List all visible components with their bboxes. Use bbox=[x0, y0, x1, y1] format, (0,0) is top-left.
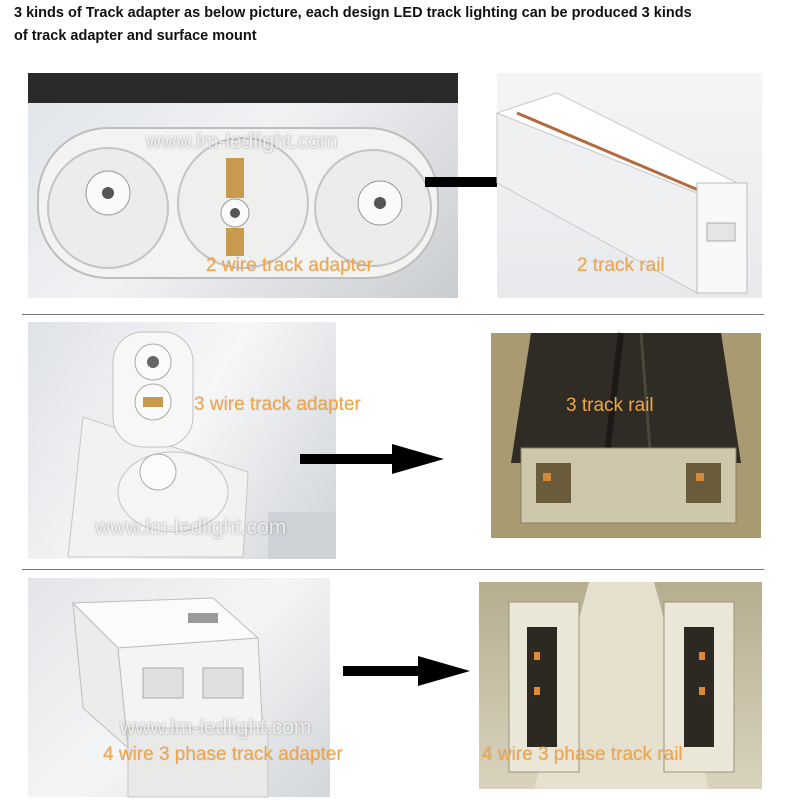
watermark: www.lm-ledlight.com bbox=[95, 516, 287, 539]
four-wire-adapter-photo: www.lm-ledlight.com 4 wire 3 phase track… bbox=[28, 578, 343, 798]
rail-illustration bbox=[511, 332, 741, 524]
rail-caption: 2 track rail bbox=[577, 255, 665, 276]
intro-text: 3 kinds of Track adapter as below pictur… bbox=[14, 2, 774, 48]
watermark: www.lm-ledlight.com bbox=[146, 130, 338, 153]
adapter-caption: 2 wire track adapter bbox=[206, 255, 373, 276]
adapter-caption: 3 wire track adapter bbox=[194, 394, 361, 415]
two-track-rail-photo: 2 track rail bbox=[495, 73, 762, 298]
adapter-caption: 4 wire 3 phase track adapter bbox=[103, 744, 343, 765]
rail-caption: 3 track rail bbox=[566, 395, 654, 416]
four-wire-track-rail-photo: 4 wire 3 phase track rail bbox=[479, 582, 762, 789]
intro-line-2: of track adapter and surface mount bbox=[14, 28, 257, 44]
rail-illustration bbox=[508, 582, 735, 789]
rail-caption: 4 wire 3 phase track rail bbox=[482, 744, 683, 765]
adapter-illustration bbox=[28, 73, 458, 279]
arrow-icon bbox=[343, 656, 470, 686]
adapter-illustration bbox=[71, 597, 269, 798]
three-track-rail-photo: 3 track rail bbox=[491, 332, 761, 538]
watermark: www.lm-ledlight.com bbox=[120, 716, 312, 739]
arrow-icon bbox=[300, 444, 444, 474]
three-wire-adapter-photo: www.lm-ledlight.com 3 wire track adapter bbox=[28, 322, 361, 559]
row-divider bbox=[22, 569, 764, 570]
adapter-illustration bbox=[67, 331, 336, 559]
two-wire-adapter-photo: www.lm-ledlight.com 2 wire track adapter bbox=[28, 73, 458, 298]
intro-line-1: 3 kinds of Track adapter as below pictur… bbox=[14, 5, 692, 21]
row-divider bbox=[22, 314, 764, 315]
rail-illustration bbox=[495, 92, 748, 294]
